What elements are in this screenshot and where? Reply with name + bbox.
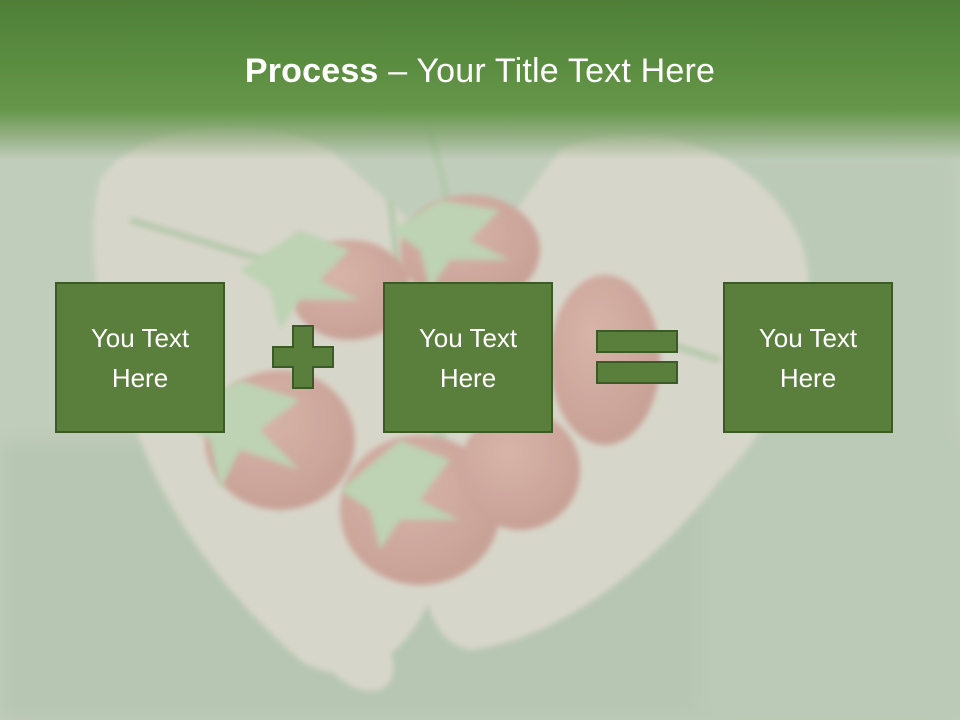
title-bold: Process [244, 52, 379, 90]
equals-icon [596, 330, 678, 384]
title-rest: Your Title Text Here [416, 52, 716, 90]
process-box-1[interactable]: You Text Here [55, 282, 225, 433]
plus-icon [272, 325, 334, 389]
title-dash: – [378, 52, 417, 90]
process-box-3[interactable]: You Text Here [723, 282, 893, 433]
slide-title: Process – Your Title Text Here [0, 52, 960, 91]
process-box-2-text: You Text Here [418, 322, 518, 393]
title-band [0, 0, 960, 160]
process-box-1-text: You Text Here [90, 322, 190, 393]
process-box-2[interactable]: You Text Here [383, 282, 553, 433]
process-box-3-text: You Text Here [758, 322, 858, 393]
